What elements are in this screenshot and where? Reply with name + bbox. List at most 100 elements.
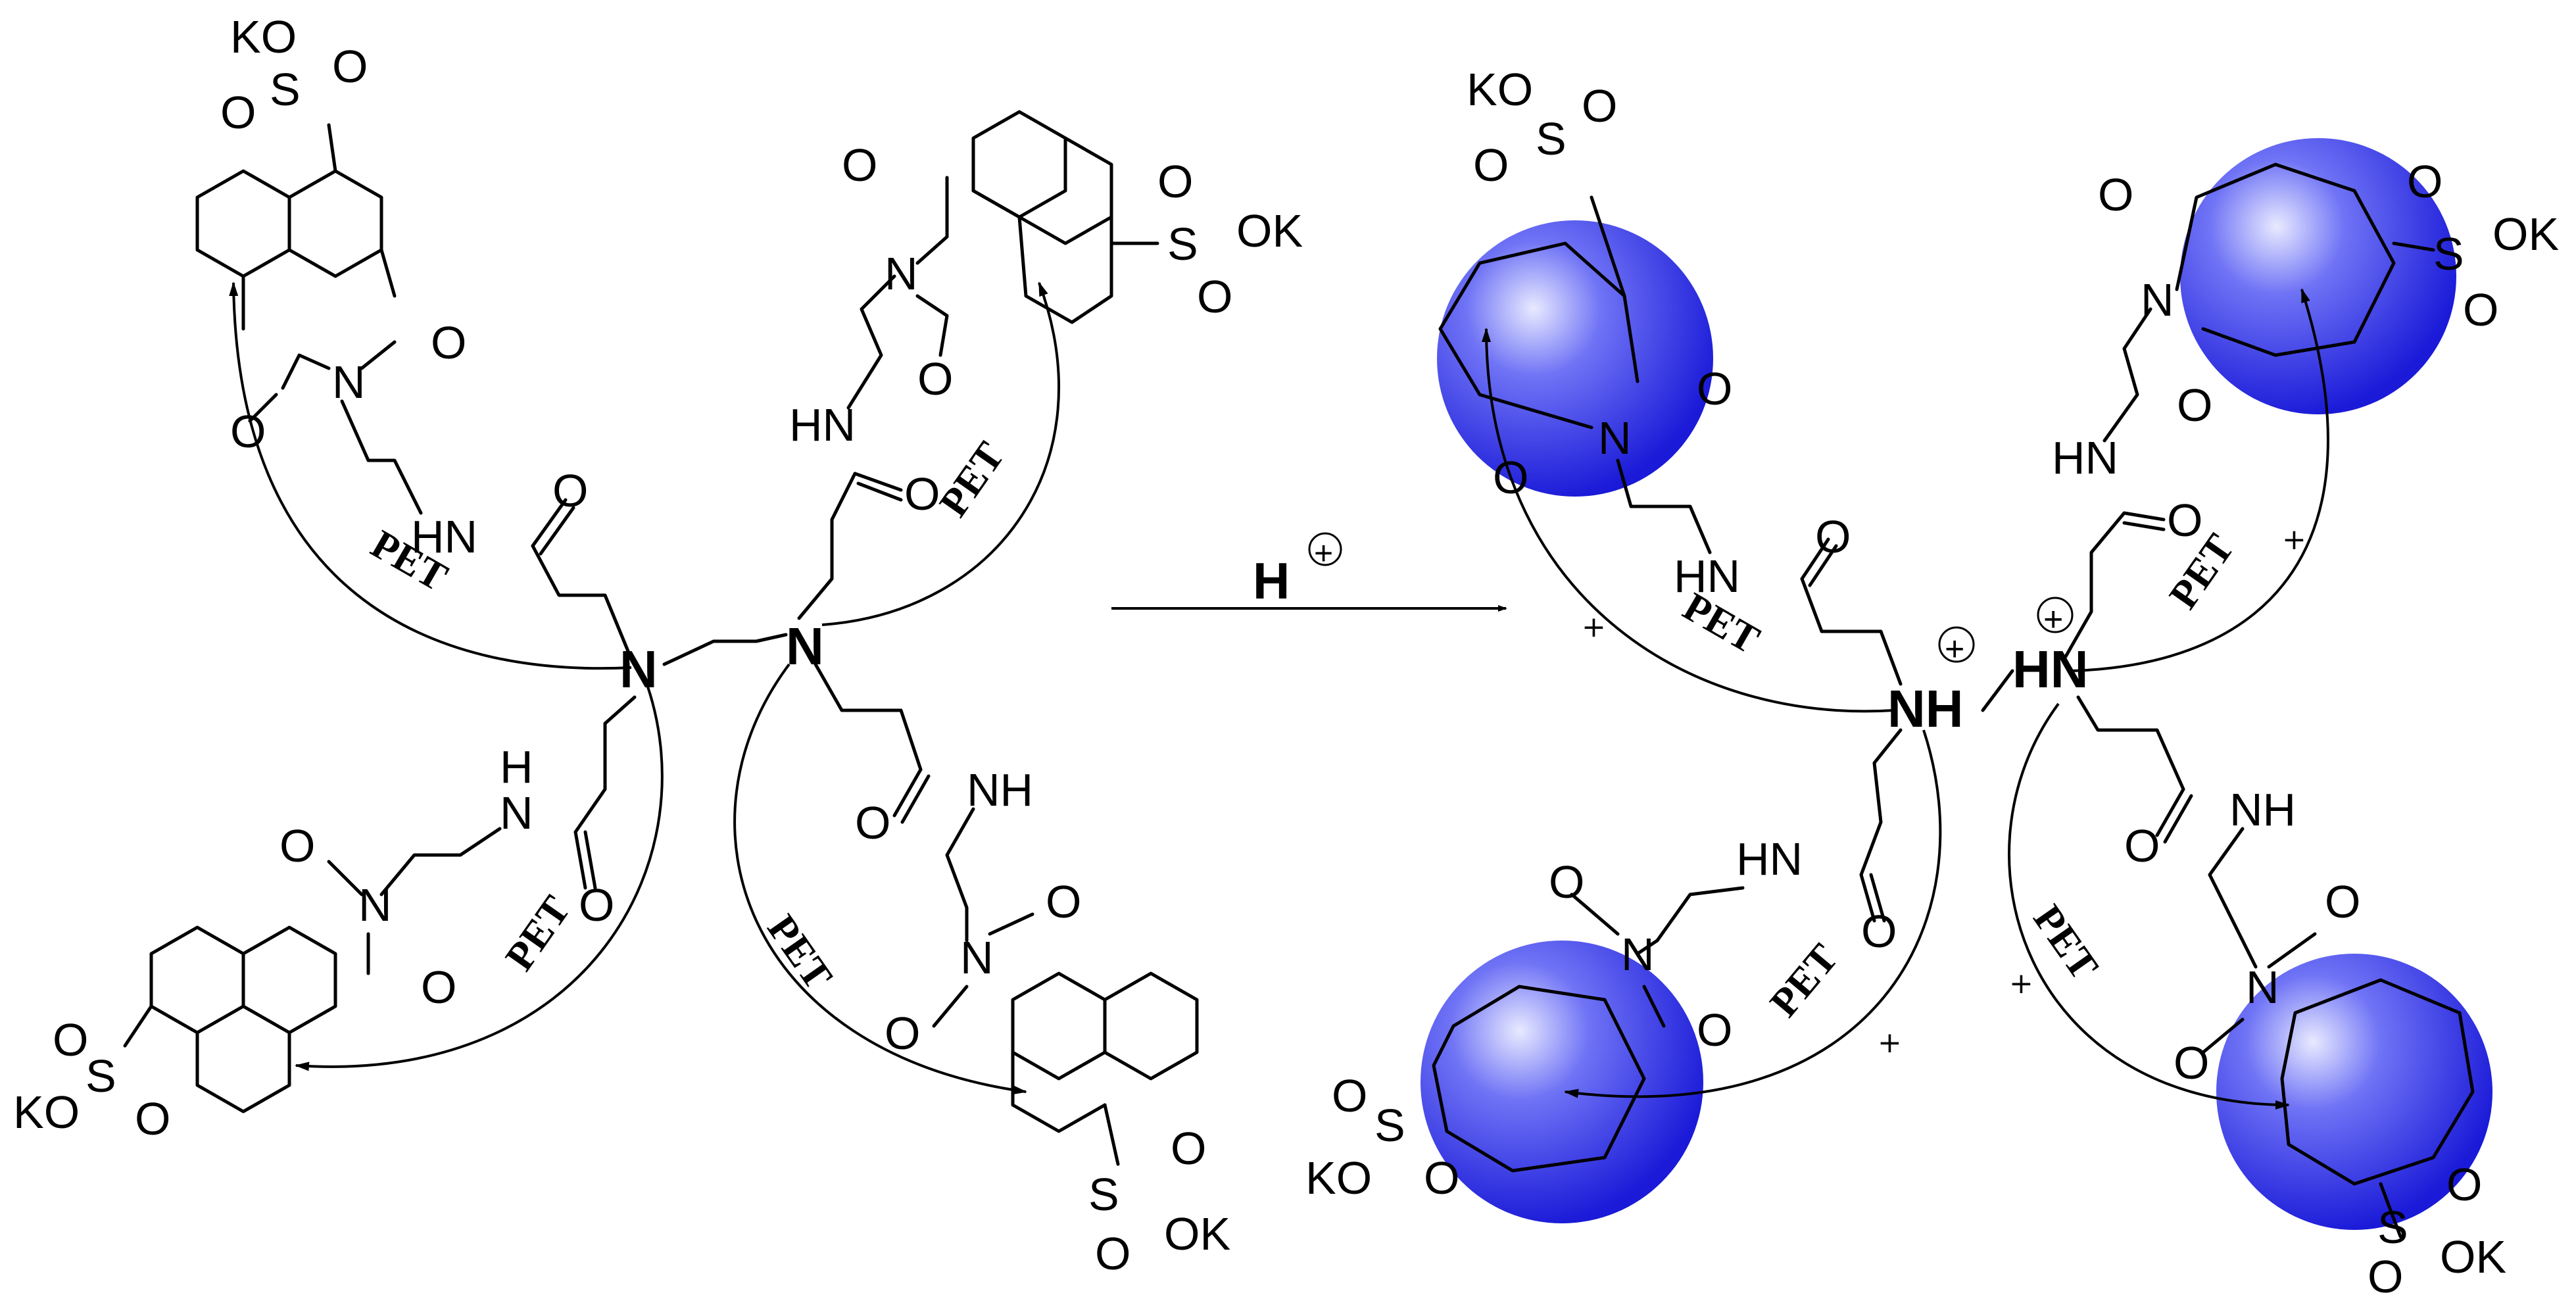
sulfonate-o-a: O	[1171, 1123, 1206, 1174]
sulfonate-ok: OK	[1236, 205, 1303, 257]
imide-o-2: O	[2174, 1037, 2209, 1089]
sulfonate-o-b: O	[135, 1093, 170, 1144]
reagent-proton: H	[1253, 552, 1290, 610]
sulfonate-ok: OK	[2440, 1231, 2506, 1283]
arm-upper-left: O HN N O O S KO O O PET	[195, 11, 632, 670]
sulfonate-o-a: O	[332, 41, 368, 92]
imide-n: N	[885, 248, 918, 299]
fluorescent-sphere-upper-left	[1437, 220, 1713, 497]
charge-right: +	[2043, 600, 2063, 639]
reaction-arrow: H +	[1111, 532, 1507, 612]
pet-label: PET	[931, 434, 1013, 525]
imide-o-2: O	[917, 353, 953, 404]
imide-n: N	[960, 932, 994, 983]
imide-o-1: O	[842, 139, 877, 191]
sulfonate-s: S	[2433, 228, 2464, 280]
amide-o: O	[904, 468, 940, 520]
imide-n: N	[1598, 412, 1632, 464]
pet-blocked-mark: +	[2282, 523, 2306, 556]
amide-n: N	[500, 787, 533, 839]
amide-h: H	[500, 741, 533, 793]
imide-o-1: O	[2325, 876, 2360, 927]
sulfonate-ko: KO	[1467, 64, 1533, 115]
sulfonate-ko: KO	[1305, 1152, 1372, 1204]
imide-o-1: O	[2098, 169, 2133, 220]
imide-o-2: O	[421, 962, 456, 1013]
pet-label: PET	[2025, 897, 2107, 988]
sulfonate-s: S	[2377, 1202, 2408, 1253]
arm-lower-left: O H N N O O S KO O O PET	[13, 677, 664, 1144]
sulfonate-ok: OK	[1164, 1208, 1230, 1260]
sulfonate-o-b: O	[220, 87, 256, 138]
imide-n: N	[358, 879, 392, 931]
imide-o-2: O	[1697, 1004, 1732, 1056]
amide-o: O	[2124, 820, 2160, 871]
sulfonate-ko: KO	[230, 11, 297, 62]
amide-o: O	[1861, 906, 1897, 957]
sulfonate-s: S	[85, 1050, 116, 1102]
imide-n: N	[2246, 962, 2279, 1013]
amide-hn: HN	[411, 511, 477, 562]
ammonium-nh: NH	[1887, 679, 1964, 738]
imide-n: N	[332, 356, 366, 408]
imide-o-1: O	[431, 317, 466, 368]
ammonium-hn: HN	[2012, 640, 2089, 698]
sulfonate-s: S	[1088, 1169, 1119, 1220]
pet-blocked-mark: +	[1582, 610, 1606, 644]
imide-o-1: O	[1549, 856, 1584, 908]
reagent-charge-circle	[1308, 532, 1342, 566]
amide-o: O	[855, 797, 890, 848]
sulfonate-ko: KO	[13, 1087, 80, 1138]
sulfonate-o-a: O	[2407, 156, 2442, 207]
imide-o-1: O	[1046, 876, 1081, 927]
amide-o: O	[2167, 495, 2202, 546]
pet-label: PET	[759, 907, 841, 998]
sulfonate-o-a: O	[53, 1014, 88, 1065]
imide-o-2: O	[2177, 379, 2212, 431]
sulfonate-o-b: O	[2463, 284, 2498, 335]
pet-blocked-mark: +	[2009, 967, 2033, 1000]
amide-hn: HN	[2052, 432, 2118, 483]
amide-nh: NH	[2229, 784, 2296, 835]
amide-nh: NH	[967, 764, 1033, 816]
protonated-probe-molecule: NH HN + + O HN N O O S KO O O + PET	[1305, 64, 2559, 1297]
charge-circle-right	[2037, 597, 2074, 633]
sulfonate-s: S	[1167, 218, 1198, 270]
charge-circle-left	[1938, 626, 1975, 663]
sulfonate-o-b: O	[1197, 271, 1232, 322]
amide-o: O	[552, 465, 588, 516]
amide-hn: HN	[1736, 833, 1803, 885]
ethylenediamine-core: N N	[620, 617, 824, 698]
fluorescent-sphere-lower-left	[1421, 941, 1703, 1223]
amide-o: O	[579, 879, 614, 931]
sulfonate-o-b: O	[2368, 1251, 2403, 1297]
pet-label: PET	[497, 888, 579, 979]
sulfonate-o-b: O	[1473, 139, 1509, 191]
arm-upper-right: O HN N O O S OK O O + PET	[2052, 156, 2559, 672]
sulfonate-o-a: O	[1332, 1070, 1367, 1121]
sulfonate-o-a: O	[1157, 156, 1193, 207]
pet-blocked-mark: +	[1878, 1026, 1902, 1060]
charge-left: +	[1945, 630, 1964, 668]
arm-upper-right: O HN N O O S OK O O PET	[789, 110, 1303, 626]
sulfonate-ok: OK	[2492, 208, 2559, 260]
imide-n: N	[2141, 274, 2174, 326]
sulfonate-s: S	[1536, 113, 1567, 164]
reagent-charge: +	[1314, 535, 1333, 572]
sulfonate-s: S	[270, 64, 301, 115]
amide-o: O	[1815, 511, 1851, 562]
imide-n: N	[1621, 929, 1655, 980]
sulfonate-o-a: O	[1582, 80, 1617, 132]
sulfonate-s: S	[1374, 1100, 1405, 1151]
imide-o-1: O	[1697, 363, 1732, 414]
amine-n-left: N	[620, 640, 658, 698]
protonated-core: NH HN + +	[1887, 597, 2089, 738]
imide-o-1: O	[279, 820, 315, 871]
sulfonate-o-b: O	[1424, 1152, 1459, 1204]
amide-hn: HN	[789, 399, 856, 451]
pet-label: PET	[1762, 936, 1847, 1025]
arm-lower-right: O NH N O O S OK O O PET	[733, 662, 1230, 1279]
amide-hn: HN	[1674, 551, 1740, 602]
sulfonate-o-a: O	[2446, 1159, 2482, 1210]
imide-o-2: O	[885, 1008, 920, 1059]
